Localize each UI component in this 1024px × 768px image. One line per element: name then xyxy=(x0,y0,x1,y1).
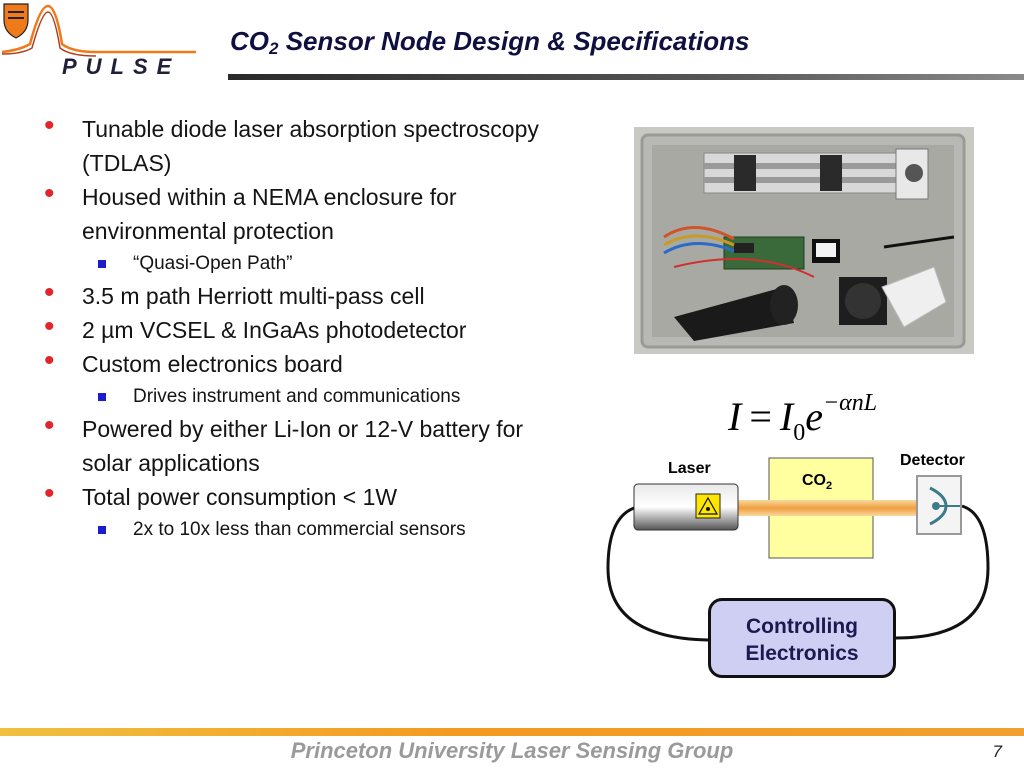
bullet-text: 3.5 m path Herriott multi-pass cell xyxy=(82,283,425,309)
bullet-text: Tunable diode laser absorption spectrosc… xyxy=(82,116,539,142)
slide-title: CO2 Sensor Node Design & Specifications xyxy=(230,26,749,59)
bullet-text: Custom electronics board xyxy=(82,351,343,377)
page-number: 7 xyxy=(992,742,1002,761)
bullet-list: • Tunable diode laser absorption spectros… xyxy=(40,109,610,545)
bullet-text: Total power consumption < 1W xyxy=(82,484,398,510)
co2-label-text: CO xyxy=(802,472,826,489)
bullet-dot-icon: • xyxy=(44,477,55,510)
co2-label: CO2 xyxy=(802,472,832,492)
sensor-schematic: Laser CO2 Detector Controlling Electroni… xyxy=(600,448,1010,688)
pulse-logo: PULSE xyxy=(1,3,196,79)
formula-base: e xyxy=(805,394,823,439)
bullet-item: • Total power consumption < 1W xyxy=(40,477,610,514)
bullet-text: “Quasi-Open Path” xyxy=(133,253,293,274)
laser-cable xyxy=(606,506,709,642)
footer-text: Princeton University Laser Sensing Group xyxy=(290,738,734,763)
bullet-item: • Powered by either Li-Ion or 12-V batter… xyxy=(40,409,610,446)
title-co: CO xyxy=(230,26,269,56)
bullet-square-icon xyxy=(98,393,106,401)
sub-bullet-item: “Quasi-Open Path” xyxy=(40,248,610,279)
laser-beam xyxy=(738,500,920,516)
formula-rhs-var: I xyxy=(779,394,794,439)
bullet-item: • 2 µm VCSEL & InGaAs photodetector xyxy=(40,310,610,347)
laser-body xyxy=(633,483,739,531)
pulse-wave-icon xyxy=(1,4,196,54)
bullet-square-icon xyxy=(98,260,106,268)
laser-label: Laser xyxy=(668,460,711,477)
detector-label: Detector xyxy=(900,452,965,469)
bullet-text: 2 µm VCSEL & InGaAs photodetector xyxy=(82,317,467,343)
footer-bar xyxy=(0,728,1024,736)
bullet-text: Powered by either Li-Ion or 12-V battery… xyxy=(82,416,524,442)
bullet-dot-icon: • xyxy=(44,310,55,343)
bullet-text: environmental protection xyxy=(82,218,334,244)
title-rest: Sensor Node Design & Specifications xyxy=(278,26,750,56)
sub-bullet-item: Drives instrument and communications xyxy=(40,381,610,412)
bullet-dot-icon: • xyxy=(44,276,55,309)
bullet-item: • Housed within a NEMA enclosure for xyxy=(40,177,610,214)
bullet-text: (TDLAS) xyxy=(82,150,172,176)
bullet-item: (TDLAS) xyxy=(40,146,610,180)
bullet-item: environmental protection xyxy=(40,214,610,248)
bullet-text: solar applications xyxy=(82,450,260,476)
formula-lhs: I xyxy=(728,394,742,439)
bullet-item: • 3.5 m path Herriott multi-pass cell xyxy=(40,276,610,313)
bullet-dot-icon: • xyxy=(44,109,55,142)
beer-lambert-formula: I=I0e−αnL xyxy=(728,390,877,447)
title-underline xyxy=(228,74,1024,80)
schematic-drawing xyxy=(606,457,990,642)
bullet-square-icon xyxy=(98,526,106,534)
controlling-electronics-box: Controlling Electronics xyxy=(708,598,896,678)
detector-cable xyxy=(895,504,990,640)
sub-bullet-item: 2x to 10x less than commercial sensors xyxy=(40,514,610,545)
bullet-dot-icon: • xyxy=(44,344,55,377)
formula-equals: = xyxy=(749,394,772,439)
co2-label-sub: 2 xyxy=(826,480,833,493)
bullet-text: Housed within a NEMA enclosure for xyxy=(82,184,457,210)
bullet-text: 2x to 10x less than commercial sensors xyxy=(133,519,466,540)
formula-subscript: 0 xyxy=(793,420,806,446)
bullet-item: • Tunable diode laser absorption spectros… xyxy=(40,109,610,146)
bullet-item: • Custom electronics board xyxy=(40,344,610,381)
princeton-shield-icon xyxy=(3,3,29,39)
formula-exponent: −αnL xyxy=(822,390,878,416)
controller-line-1: Controlling xyxy=(746,615,858,638)
bullet-dot-icon: • xyxy=(44,177,55,210)
bullet-text: Drives instrument and communications xyxy=(133,386,461,407)
sensor-enclosure-photo xyxy=(634,127,974,354)
bullet-item: solar applications xyxy=(40,446,610,480)
bullet-dot-icon: • xyxy=(44,409,55,442)
controller-line-2: Electronics xyxy=(745,642,859,665)
title-subscript: 2 xyxy=(269,39,279,58)
logo-text: PULSE xyxy=(62,54,180,79)
